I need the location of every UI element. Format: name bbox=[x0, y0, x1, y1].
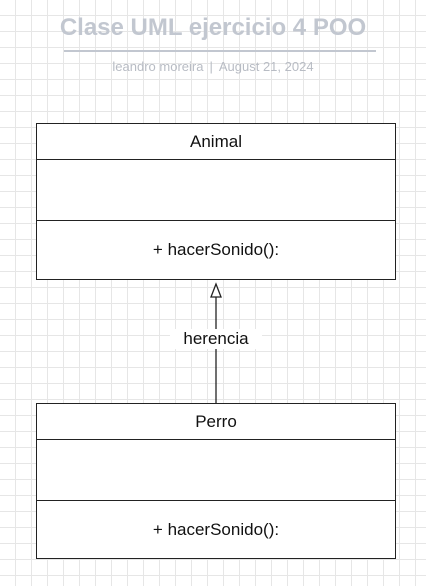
class-name: Animal bbox=[37, 124, 395, 160]
class-operations: + hacerSonido(): bbox=[152, 519, 280, 539]
inheritance-arrowhead-icon bbox=[210, 282, 222, 298]
class-box-animal[interactable]: Animal + hacerSonido(): bbox=[36, 123, 396, 280]
relationship-label[interactable]: herencia bbox=[170, 329, 262, 349]
diagram-date: August 21, 2024 bbox=[218, 59, 314, 74]
class-operations: + hacerSonido(): bbox=[152, 239, 280, 259]
class-name: Perro bbox=[37, 404, 395, 440]
class-attributes bbox=[37, 160, 395, 221]
title-underline bbox=[64, 50, 376, 52]
diagram-meta: leandro moreira | August 21, 2024 bbox=[0, 59, 426, 74]
class-box-perro[interactable]: Perro + hacerSonido(): bbox=[36, 403, 396, 559]
meta-separator: | bbox=[209, 59, 213, 74]
class-attributes bbox=[37, 440, 395, 501]
author-name: leandro moreira bbox=[112, 59, 204, 74]
diagram-title: Clase UML ejercicio 4 POO bbox=[59, 14, 367, 41]
